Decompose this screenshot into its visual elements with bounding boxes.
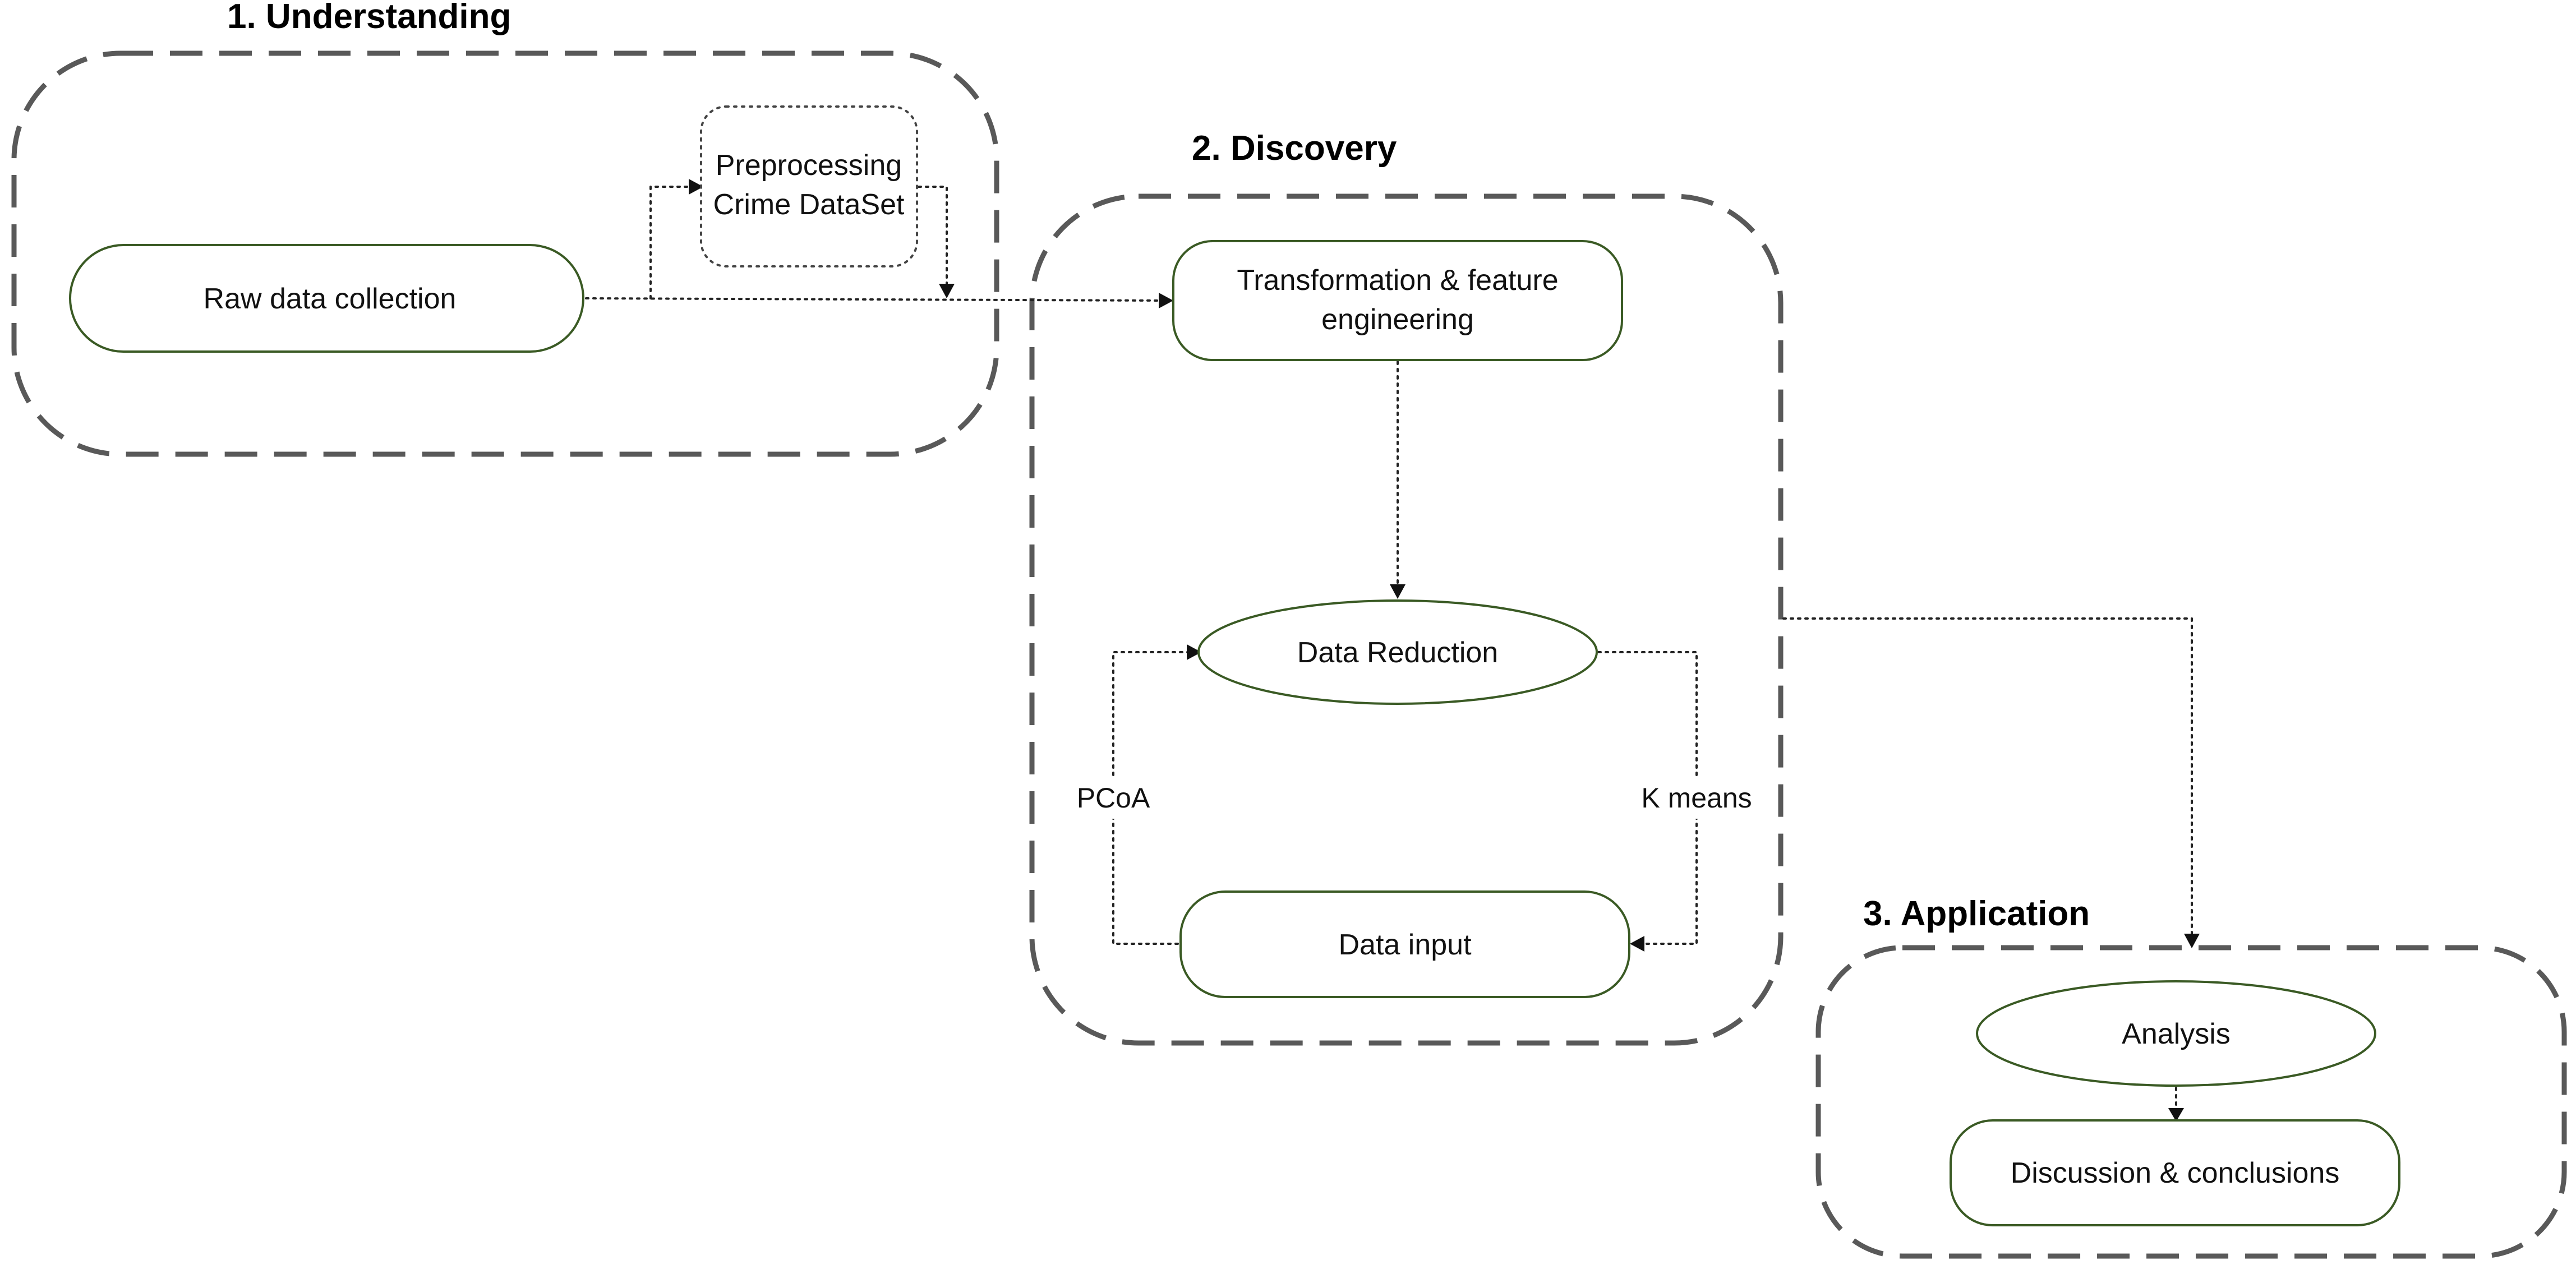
arrowhead-pcoa	[1187, 644, 1201, 660]
transformation-label-line1: Transformation & feature	[1237, 264, 1558, 297]
preprocessing-node	[700, 105, 918, 267]
arrowhead-preprocessing	[689, 179, 703, 195]
analysis-label: Analysis	[2122, 1018, 2231, 1050]
raw-data-node	[69, 244, 584, 353]
preprocessing-label-line2: Crime DataSet	[713, 188, 905, 221]
data-input-label: Data input	[1338, 929, 1472, 961]
kmeans-label-bg	[1629, 777, 1764, 819]
pcoa-label-bg	[1068, 777, 1158, 819]
data-reduction-node	[1197, 599, 1598, 705]
data-input-node	[1179, 890, 1630, 998]
application-title: 3. Application	[1863, 894, 2090, 933]
arrowhead-preprocessing-return	[939, 284, 955, 298]
connector-raw-to-preprocessing	[649, 186, 691, 299]
arrowhead-discussion	[2168, 1108, 2184, 1122]
preprocessing-label-line1: Preprocessing	[716, 149, 902, 182]
connector-preprocessing-to-main	[918, 186, 948, 285]
arrowhead-reduction	[1390, 584, 1405, 599]
raw-data-label: Raw data collection	[204, 283, 457, 315]
data-reduction-label: Data Reduction	[1297, 636, 1498, 669]
understanding-title: 1. Understanding	[227, 0, 511, 36]
kmeans-label: K means	[1641, 782, 1752, 814]
transformation-label-line2: engineering	[1321, 303, 1474, 336]
pcoa-label: PCoA	[1077, 782, 1150, 814]
arrowhead-kmeans	[1630, 936, 1644, 952]
connector-raw-to-transformation	[585, 297, 1161, 302]
discovery-region	[1029, 193, 1784, 1046]
discussion-label: Discussion & conclusions	[2011, 1157, 2340, 1189]
analysis-node	[1976, 980, 2376, 1087]
understanding-region	[11, 50, 999, 457]
transformation-node	[1172, 240, 1623, 361]
discovery-title: 2. Discovery	[1192, 129, 1397, 168]
arrowhead-application	[2184, 934, 2200, 948]
connector-discovery-to-application	[1782, 617, 2193, 935]
discussion-node	[1950, 1119, 2400, 1226]
arrowhead-transformation	[1159, 293, 1173, 308]
